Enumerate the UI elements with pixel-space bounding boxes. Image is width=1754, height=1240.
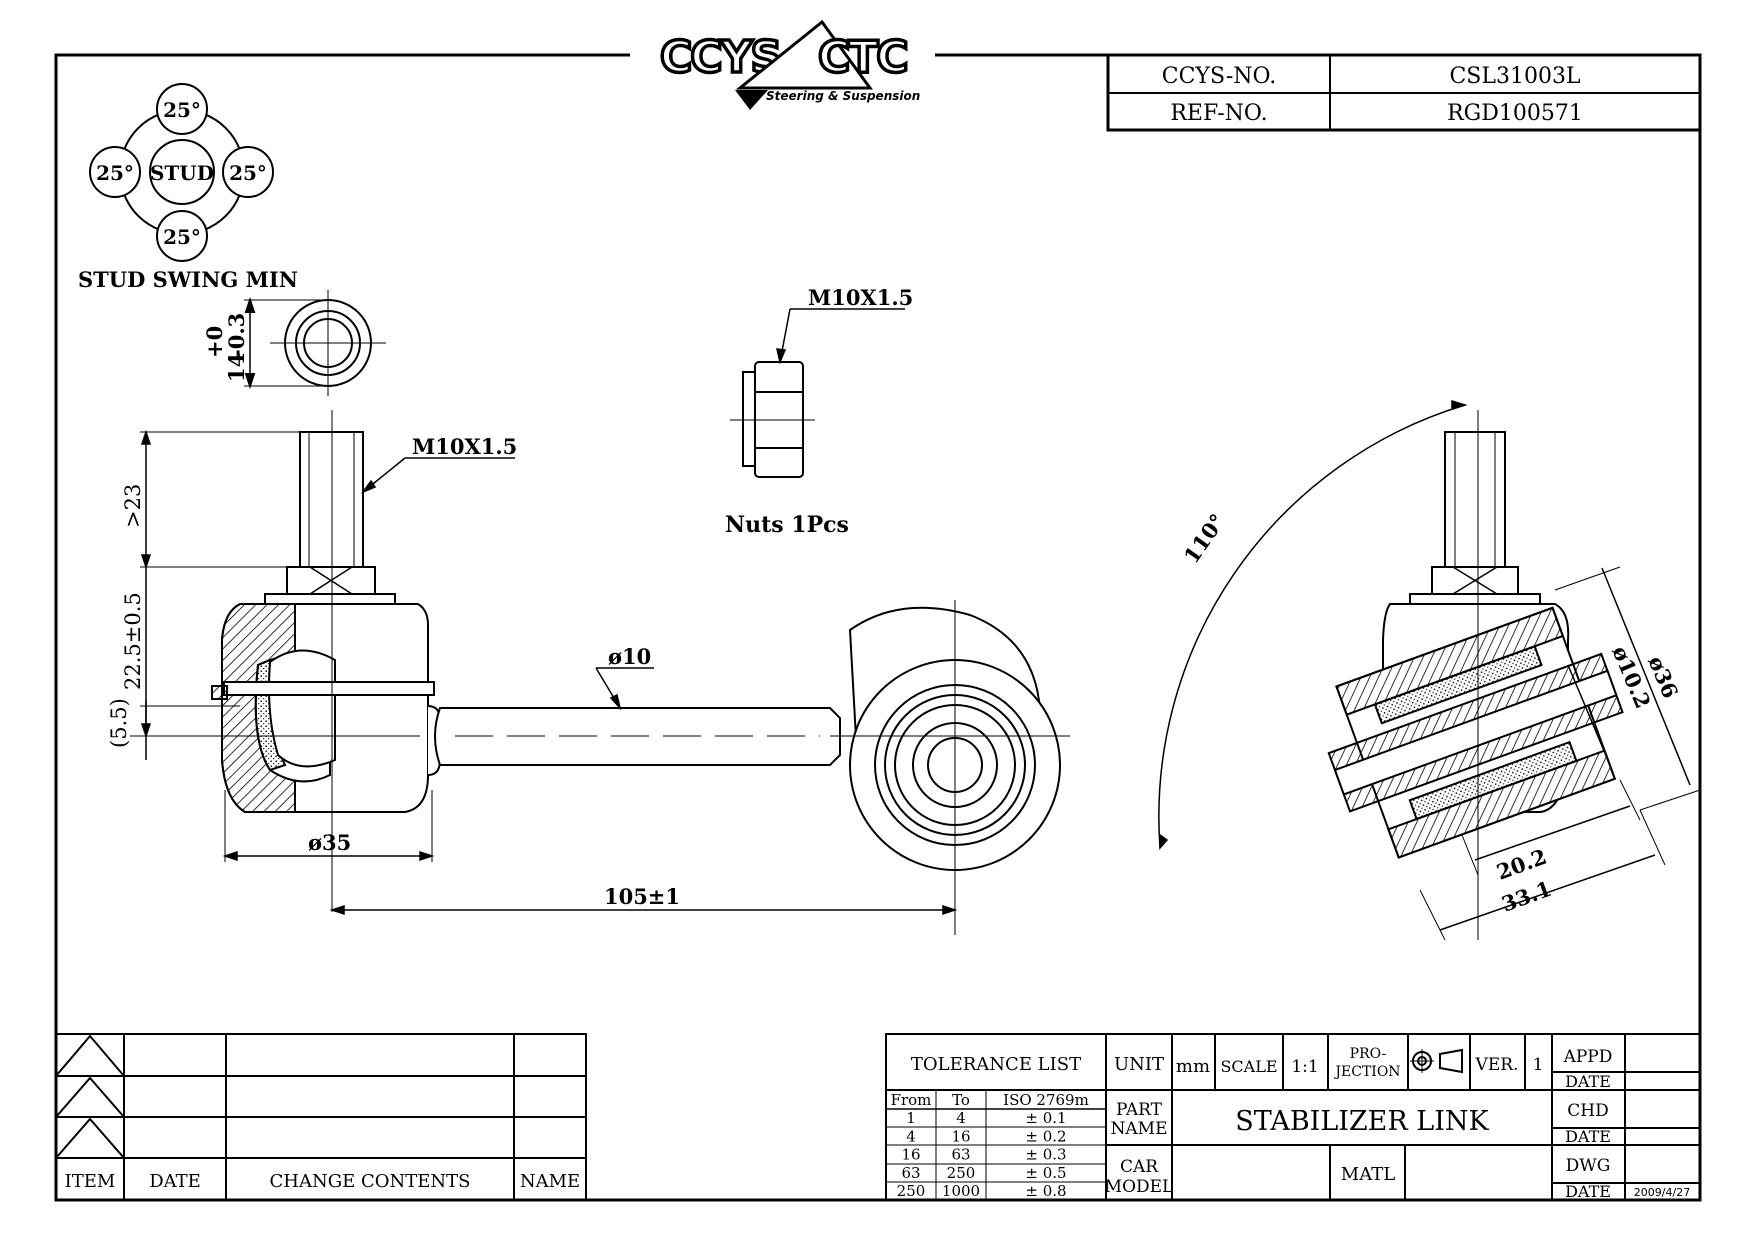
matl-label: MATL xyxy=(1341,1164,1395,1185)
tol-to: 1000 xyxy=(942,1182,980,1200)
tol-from: 1 xyxy=(906,1109,916,1127)
thread-label: M10X1.5 xyxy=(412,434,517,459)
projection-label-1: PRO- xyxy=(1350,1046,1387,1062)
tol-value: ± 0.3 xyxy=(1025,1146,1066,1164)
dwg-date-value: 2009/4/27 xyxy=(1634,1186,1690,1199)
unit-value: mm xyxy=(1176,1056,1210,1077)
chd-date-label: DATE xyxy=(1565,1127,1611,1146)
svg-text:Steering & Suspension: Steering & Suspension xyxy=(766,89,920,103)
tolerance-list-label: TOLERANCE LIST xyxy=(911,1054,1081,1075)
part-name-value: STABILIZER LINK xyxy=(1235,1106,1489,1137)
appd-date-label: DATE xyxy=(1565,1072,1611,1091)
rev-col-date: DATE xyxy=(149,1171,201,1192)
nut-tol-lower: -0.3 xyxy=(224,313,249,358)
rod-dia-label: ø10 xyxy=(608,644,651,669)
tol-value: ± 0.5 xyxy=(1025,1164,1066,1182)
tol-from: 16 xyxy=(901,1146,920,1164)
tol-to: 250 xyxy=(947,1164,976,1182)
nut-width-dim: 14 xyxy=(224,353,249,382)
part-name-label-2: NAME xyxy=(1111,1119,1168,1139)
stud-swing-diagram xyxy=(89,83,274,262)
ball-dia-label: ø35 xyxy=(308,830,351,855)
nuts-note: Nuts 1Pcs xyxy=(725,512,849,538)
appd-label: APPD xyxy=(1563,1047,1613,1067)
tol-value: ± 0.2 xyxy=(1025,1127,1066,1145)
nut-side-view xyxy=(730,361,815,478)
dim-stud-length: >23 xyxy=(121,484,145,528)
tol-to: 63 xyxy=(951,1146,970,1164)
ref-no-value: RGD100571 xyxy=(1447,101,1583,126)
ccys-no-value: CSL31003L xyxy=(1449,64,1580,89)
tol-head-to: To xyxy=(952,1091,970,1109)
dwg-date-label: DATE xyxy=(1565,1182,1611,1201)
length-label: 105±1 xyxy=(604,884,680,909)
scale-label: SCALE xyxy=(1220,1057,1277,1076)
chd-label: CHD xyxy=(1567,1101,1608,1121)
tol-from: 250 xyxy=(897,1182,926,1200)
part-name-label-1: PART xyxy=(1116,1100,1163,1120)
ball-joint-housing xyxy=(211,431,441,813)
title-block xyxy=(885,1033,1701,1201)
rev-col-name: NAME xyxy=(520,1171,580,1192)
nut-tol-upper: +0 xyxy=(202,326,227,358)
angle-label: 110° xyxy=(1179,509,1231,568)
tol-value: ± 0.1 xyxy=(1025,1109,1066,1127)
stud-label: STUD xyxy=(150,161,214,185)
ver-label: VER. xyxy=(1475,1055,1519,1075)
car-model-label-2: MODEL xyxy=(1105,1177,1174,1197)
ver-value: 1 xyxy=(1533,1055,1544,1075)
car-model-label-1: CAR xyxy=(1120,1157,1159,1177)
angled-section-view xyxy=(1327,410,1624,940)
tol-head-from: From xyxy=(891,1091,932,1109)
tol-from: 63 xyxy=(901,1164,920,1182)
tol-to: 4 xyxy=(956,1109,966,1127)
right-end-joint xyxy=(830,600,1070,935)
dwg-label: DWG xyxy=(1566,1156,1611,1176)
swing-bottom: 25° xyxy=(163,225,201,249)
stud-swing-caption: STUD SWING MIN xyxy=(78,267,298,292)
revision-table xyxy=(55,1033,587,1201)
scale-value: 1:1 xyxy=(1291,1057,1318,1077)
nut-thread-label: M10X1.5 xyxy=(808,285,913,310)
tol-head-iso: ISO 2769m xyxy=(1003,1091,1089,1109)
nut-top-view xyxy=(244,290,386,396)
swing-top: 25° xyxy=(163,98,201,122)
projection-label-2: JECTION xyxy=(1333,1064,1400,1080)
rev-col-change: CHANGE CONTENTS xyxy=(270,1171,471,1192)
tol-value: ± 0.8 xyxy=(1025,1182,1066,1200)
svg-text:CTC: CTC xyxy=(818,32,907,83)
link-rod xyxy=(434,707,841,766)
ccys-no-label: CCYS-NO. xyxy=(1162,64,1277,89)
tol-to: 16 xyxy=(951,1127,970,1145)
tol-from: 4 xyxy=(906,1127,916,1145)
swing-right: 25° xyxy=(229,161,267,185)
header-table: CCYS-NO. CSL31003L REF-NO. RGD100571 xyxy=(1106,53,1702,132)
rev-col-item: ITEM xyxy=(65,1171,116,1192)
dim-offset: (5.5) xyxy=(107,698,131,748)
dim-height: 22.5±0.5 xyxy=(121,592,145,690)
ref-no-label: REF-NO. xyxy=(1170,101,1267,126)
swing-left: 25° xyxy=(96,161,134,185)
unit-label: UNIT xyxy=(1114,1054,1164,1075)
company-logo: CCYS CTC Steering & Suspension xyxy=(658,19,920,110)
